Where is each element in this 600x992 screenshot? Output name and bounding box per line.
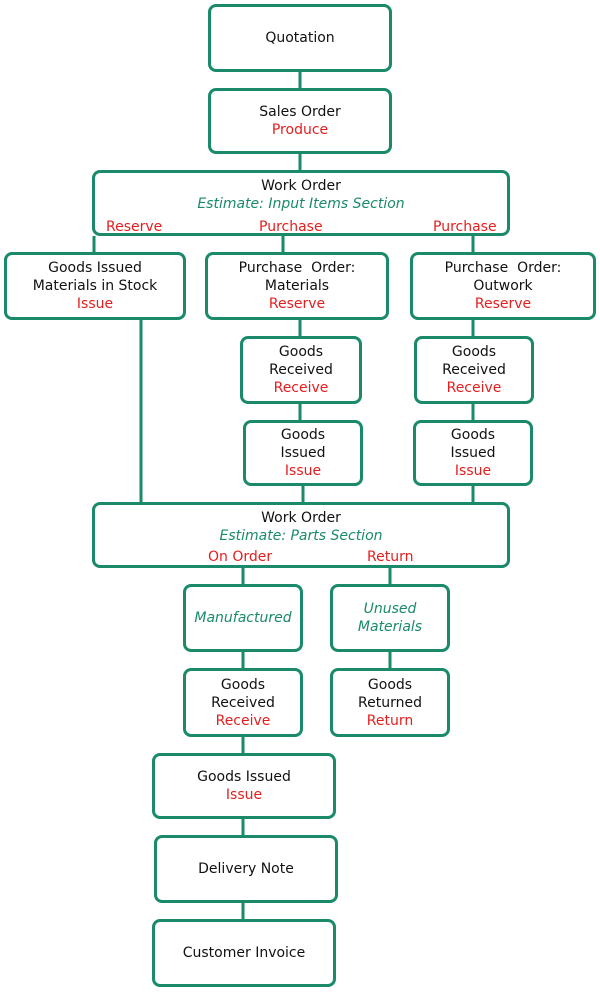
- branch-purchase-outwork: Purchase: [433, 219, 497, 235]
- node-manufactured: Manufactured: [183, 584, 303, 652]
- branch-reserve: Reserve: [106, 219, 163, 235]
- po-materials-action: Reserve: [268, 296, 326, 312]
- branch-on-order: On Order: [208, 549, 273, 565]
- goods-received-materials-action: Receive: [273, 380, 329, 396]
- goods-issued-materials-action: Issue: [284, 463, 322, 479]
- goods-issued-stock-line1: Goods Issued: [48, 260, 142, 276]
- node-po-outwork: Purchase Order: Outwork Reserve: [410, 252, 596, 320]
- node-work-order-top: Work Order Estimate: Input Items Section: [92, 170, 510, 236]
- goods-issued-stock-action: Issue: [76, 296, 114, 312]
- node-unused-materials: Unused Materials: [330, 584, 450, 652]
- unused-materials-line1: Unused: [363, 601, 417, 617]
- quotation-label: Quotation: [265, 30, 335, 46]
- work-order-top-estimate: Estimate: Input Items Section: [197, 196, 405, 212]
- goods-issued-materials-line2: Issued: [280, 445, 326, 461]
- sales-order-action: Produce: [271, 122, 329, 138]
- node-goods-issued-final: Goods Issued Issue: [152, 753, 336, 819]
- goods-issued-outwork-action: Issue: [454, 463, 492, 479]
- manufactured-label: Manufactured: [194, 610, 292, 626]
- unused-materials-line2: Materials: [357, 619, 423, 635]
- goods-issued-final-action: Issue: [225, 787, 263, 803]
- po-outwork-line2: Outwork: [473, 278, 533, 294]
- node-goods-received-manufactured: Goods Received Receive: [183, 668, 303, 737]
- goods-received-outwork-line2: Received: [442, 362, 506, 378]
- sales-order-label: Sales Order: [259, 104, 341, 120]
- goods-received-manufactured-action: Receive: [215, 712, 271, 729]
- goods-received-outwork-action: Receive: [446, 380, 502, 396]
- branch-return: Return: [367, 549, 414, 565]
- customer-invoice-label: Customer Invoice: [182, 945, 306, 961]
- node-goods-issued-materials: Goods Issued Issue: [243, 420, 363, 486]
- node-po-materials: Purchase Order: Materials Reserve: [205, 252, 389, 320]
- goods-received-outwork-line1: Goods: [451, 344, 497, 360]
- node-goods-received-outwork: Goods Received Receive: [414, 336, 534, 404]
- goods-issued-outwork-line1: Goods: [450, 427, 496, 443]
- node-quotation: Quotation: [208, 4, 392, 72]
- work-order-top-label: Work Order: [261, 178, 341, 194]
- goods-received-materials-line1: Goods: [278, 344, 324, 360]
- work-order-bottom-label: Work Order: [261, 510, 341, 526]
- goods-returned-line2: Returned: [358, 694, 422, 711]
- work-order-bottom-estimate: Estimate: Parts Section: [219, 528, 383, 544]
- node-goods-returned: Goods Returned Return: [330, 668, 450, 737]
- node-goods-received-materials: Goods Received Receive: [240, 336, 362, 404]
- branch-purchase-materials: Purchase: [259, 219, 323, 235]
- goods-returned-line1: Goods: [367, 676, 413, 693]
- goods-issued-stock-line2: Materials in Stock: [32, 278, 158, 294]
- goods-issued-final-label: Goods Issued: [197, 769, 291, 785]
- po-materials-line1: Purchase Order:: [238, 260, 356, 276]
- po-outwork-action: Reserve: [474, 296, 532, 312]
- node-sales-order: Sales Order Produce: [208, 88, 392, 154]
- goods-received-manufactured-line2: Received: [211, 694, 275, 711]
- goods-returned-action: Return: [366, 712, 414, 729]
- delivery-note-label: Delivery Note: [198, 861, 294, 877]
- goods-received-manufactured-line1: Goods: [220, 676, 266, 693]
- po-materials-line2: Materials: [264, 278, 330, 294]
- node-goods-issued-stock: Goods Issued Materials in Stock Issue: [4, 252, 186, 320]
- node-work-order-bottom: Work Order Estimate: Parts Section: [92, 502, 510, 568]
- node-delivery-note: Delivery Note: [154, 835, 338, 903]
- goods-received-materials-line2: Received: [269, 362, 333, 378]
- node-goods-issued-outwork: Goods Issued Issue: [413, 420, 533, 486]
- goods-issued-materials-line1: Goods: [280, 427, 326, 443]
- po-outwork-line1: Purchase Order:: [444, 260, 562, 276]
- goods-issued-outwork-line2: Issued: [450, 445, 496, 461]
- node-customer-invoice: Customer Invoice: [152, 919, 336, 987]
